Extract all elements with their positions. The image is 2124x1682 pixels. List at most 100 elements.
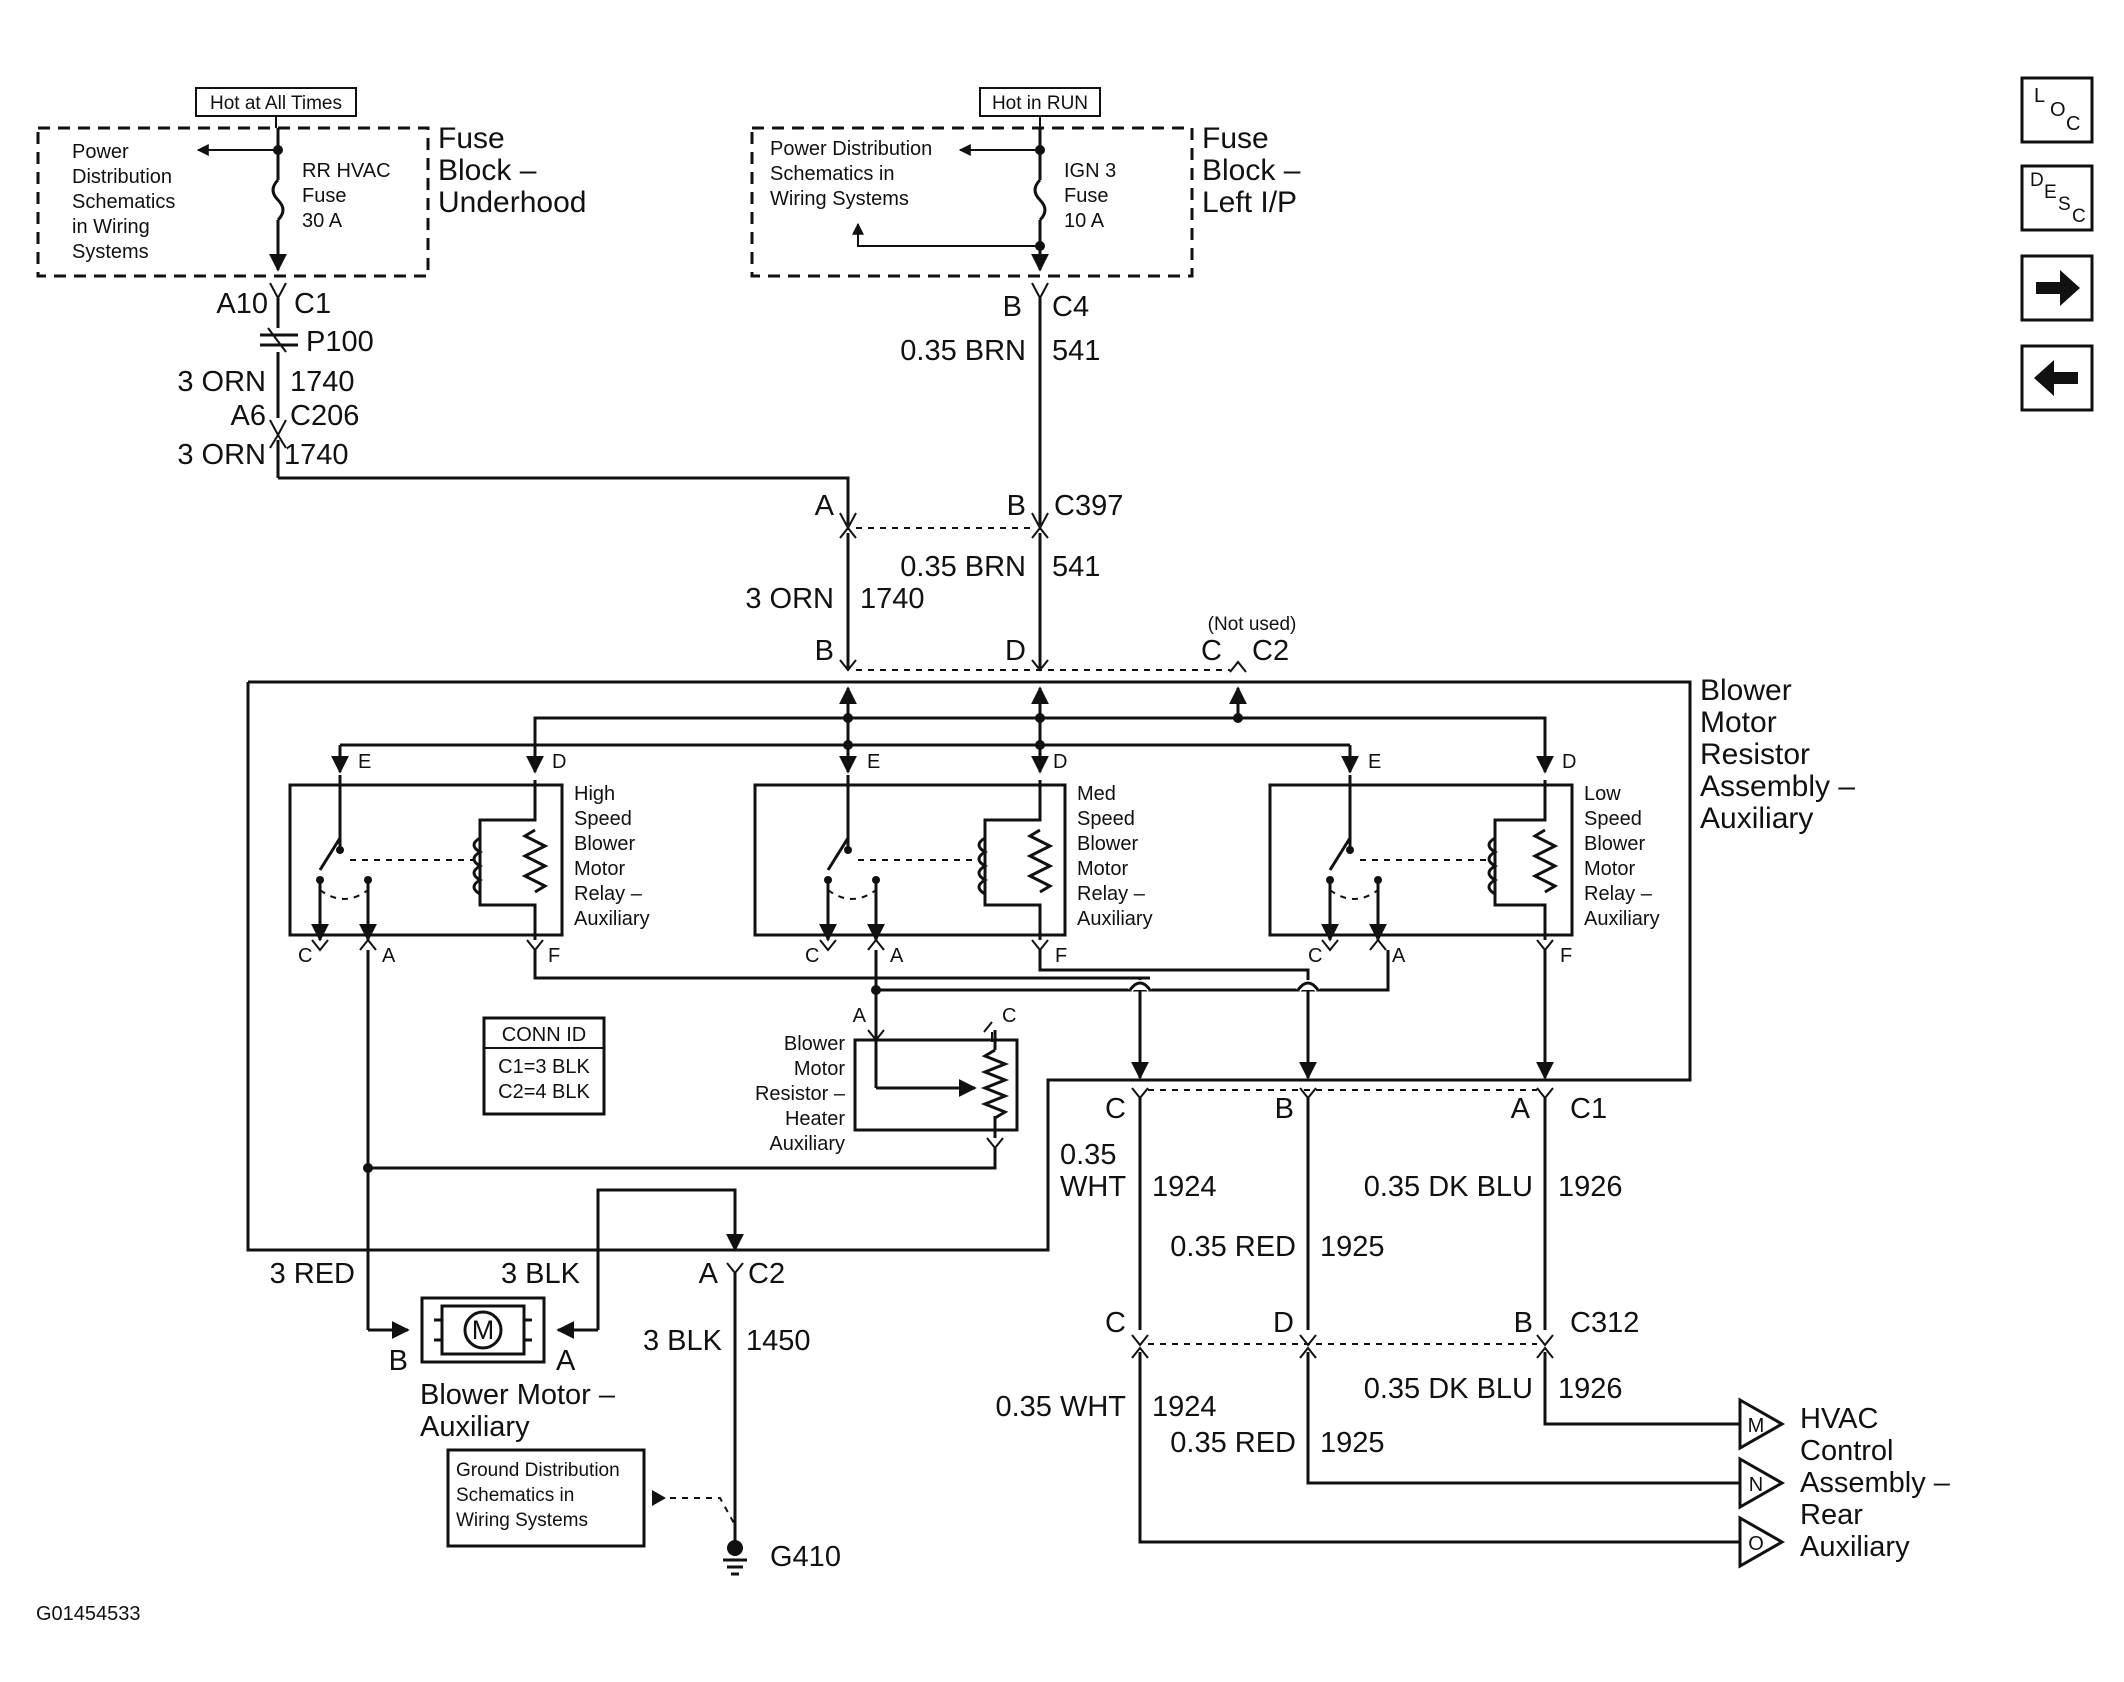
assembly-title-2: Motor: [1700, 706, 1777, 739]
blk-1450-gauge: 3 BLK: [643, 1325, 723, 1357]
fuse-ign3-icon: [1033, 178, 1047, 222]
red-1925-circuit-b: 1925: [1320, 1427, 1385, 1459]
fuse-block-underhood-title-1: Fuse: [438, 122, 505, 155]
ground-ref-line-1: Ground Distribution: [456, 1460, 620, 1481]
wht-1924-gauge-b: 0.35 WHT: [995, 1391, 1126, 1423]
assembly-title-1: Blower: [1700, 674, 1792, 707]
relay-low-line-5: Relay –: [1584, 883, 1653, 905]
assembly-title-5: Auxiliary: [1700, 802, 1813, 835]
hot-in-run-label: Hot in RUN: [992, 93, 1088, 114]
fuse-block-left-ip-title-1: Fuse: [1202, 122, 1269, 155]
relay-low-speed: E D Low Speed Blower Motor Relay – Auxil…: [1268, 751, 1660, 967]
wht-1924-gauge-a-1: 0.35: [1060, 1139, 1116, 1171]
pd-ref-ip-line-1: Power Distribution: [770, 138, 932, 160]
hot-at-all-times-box: [195, 87, 357, 117]
c312-pin-c: C: [1105, 1307, 1126, 1339]
conn-id-row-2: C2=4 BLK: [498, 1081, 590, 1103]
relay-high-speed: E D High Speed Blower Motor Relay – Auxi…: [288, 751, 650, 967]
fuse-rr-hvac-icon: [271, 178, 285, 222]
hvac-title-1: HVAC: [1800, 1403, 1878, 1435]
motor-symbol: M: [472, 1315, 495, 1345]
relay-low-pin-f: F: [1560, 945, 1572, 967]
relay-low-line-1: Low: [1584, 783, 1621, 805]
c2-pin-c: C: [1201, 635, 1222, 667]
relay-med-line-2: Speed: [1077, 808, 1135, 830]
c4-pin: B: [1003, 291, 1022, 323]
red-1925-circuit-a: 1925: [1320, 1231, 1385, 1263]
c2-pin-d: D: [1005, 635, 1026, 667]
wht-1924-circuit-a: 1924: [1152, 1171, 1217, 1203]
relay-resistor-icon: [521, 828, 549, 894]
c2-pin-b: B: [815, 635, 834, 667]
relay-high-pin-f: F: [548, 945, 560, 967]
relay-high-pin-a: A: [382, 945, 396, 967]
c397-name: C397: [1054, 490, 1123, 522]
loc-button[interactable]: L O C: [2020, 76, 2094, 144]
relay-low-line-2: Speed: [1584, 808, 1642, 830]
resistor-heater-line-5: Auxiliary: [769, 1133, 845, 1155]
red-1925-gauge-a: 0.35 RED: [1170, 1231, 1296, 1263]
desc-button[interactable]: D E S C: [2020, 164, 2094, 232]
conn-id-row-1: C1=3 BLK: [498, 1056, 590, 1078]
relay-med-line-3: Blower: [1077, 833, 1138, 855]
relay-low-line-3: Blower: [1584, 833, 1645, 855]
c1-out-pin-c: C: [1105, 1093, 1126, 1125]
circuit-541-path: B C4 0.35 BRN 541: [900, 282, 1100, 531]
pd-ref-line-5: Systems: [72, 241, 149, 263]
brn-541-gauge-a: 0.35 BRN: [900, 335, 1026, 367]
conn-id-table: CONN ID C1=3 BLK C2=4 BLK: [482, 1016, 606, 1116]
resistor-heater-line-4: Heater: [785, 1108, 845, 1130]
blk-1450-circuit: 1450: [746, 1325, 811, 1357]
prev-button[interactable]: [2020, 344, 2094, 412]
loc-letter-o: O: [2050, 99, 2066, 121]
motor-pin-a: A: [556, 1345, 576, 1377]
hvac-control-assembly: M N O HVAC Control Assembly – Rear Auxil…: [1738, 1397, 1951, 1569]
c1-out-name: C1: [1570, 1093, 1607, 1125]
fuse-block-underhood-title-3: Underhood: [438, 186, 586, 219]
relay-high-pin-d: D: [552, 751, 566, 773]
ground-ref-line-3: Wiring Systems: [456, 1510, 588, 1531]
hot-in-run-box: [979, 87, 1101, 117]
pd-ref-ip-line-2: Schematics in: [770, 163, 895, 185]
relay-high-pin-e: E: [358, 751, 371, 773]
resistor-heater-line-3: Resistor –: [755, 1083, 846, 1105]
c1-out-pin-b: B: [1275, 1093, 1294, 1125]
hvac-pin-o: O: [1748, 1533, 1764, 1555]
blower-motor-resistor-heater: A C Blower Motor Resistor – Heater Auxil…: [755, 1005, 1019, 1155]
blower-motor-resistor-assembly: Blower Motor Resistor Assembly – Auxilia…: [246, 674, 1855, 1252]
relay-high-line-1: High: [574, 783, 615, 805]
dkblu-1926-gauge-a: 0.35 DK BLU: [1364, 1171, 1533, 1203]
relay-low-line-4: Motor: [1584, 858, 1635, 880]
relay-high-pin-c: C: [298, 945, 312, 967]
rr-hvac-fuse-line-2: Fuse: [302, 185, 346, 207]
orn-1740-circuit-a: 1740: [290, 366, 355, 398]
brn-541-gauge-b: 0.35 BRN: [900, 551, 1026, 583]
motor-pin-b: B: [389, 1345, 408, 1377]
wht-1924-gauge-a-2: WHT: [1060, 1171, 1126, 1203]
fuse-block-underhood: Hot at All Times Power Distribution Sche…: [36, 87, 586, 278]
fuse-block-left-ip-title-3: Left I/P: [1202, 186, 1297, 219]
resistor-heater-line-1: Blower: [784, 1033, 845, 1055]
relay-med-line-4: Motor: [1077, 858, 1128, 880]
c397-pin-b: B: [1007, 490, 1026, 522]
next-button[interactable]: [2020, 254, 2094, 322]
ground-ref-line-2: Schematics in: [456, 1485, 574, 1506]
relay-med-pin-a: A: [890, 945, 904, 967]
pd-ref-line-3: Schematics: [72, 191, 175, 213]
c312-name: C312: [1570, 1307, 1639, 1339]
resistor-heater-line-2: Motor: [794, 1058, 845, 1080]
relay-med-line-5: Relay –: [1077, 883, 1146, 905]
c1-out-pin-a: A: [1511, 1093, 1531, 1125]
relay-output-wiring: [363, 950, 1554, 1330]
c2-ground-pin: A: [699, 1258, 719, 1290]
hvac-title-5: Auxiliary: [1800, 1531, 1910, 1563]
pd-ref-line-1: Power: [72, 141, 129, 163]
red-motor-gauge: 3 RED: [270, 1258, 355, 1290]
orn-1740-gauge-a: 3 ORN: [177, 366, 266, 398]
ground-ref-box: [446, 1448, 646, 1548]
relay-low-pin-c: C: [1308, 945, 1322, 967]
relay-med-line-1: Med: [1077, 783, 1116, 805]
orn-1740-circuit-c: 1740: [860, 583, 925, 615]
g410-label: G410: [770, 1541, 841, 1573]
